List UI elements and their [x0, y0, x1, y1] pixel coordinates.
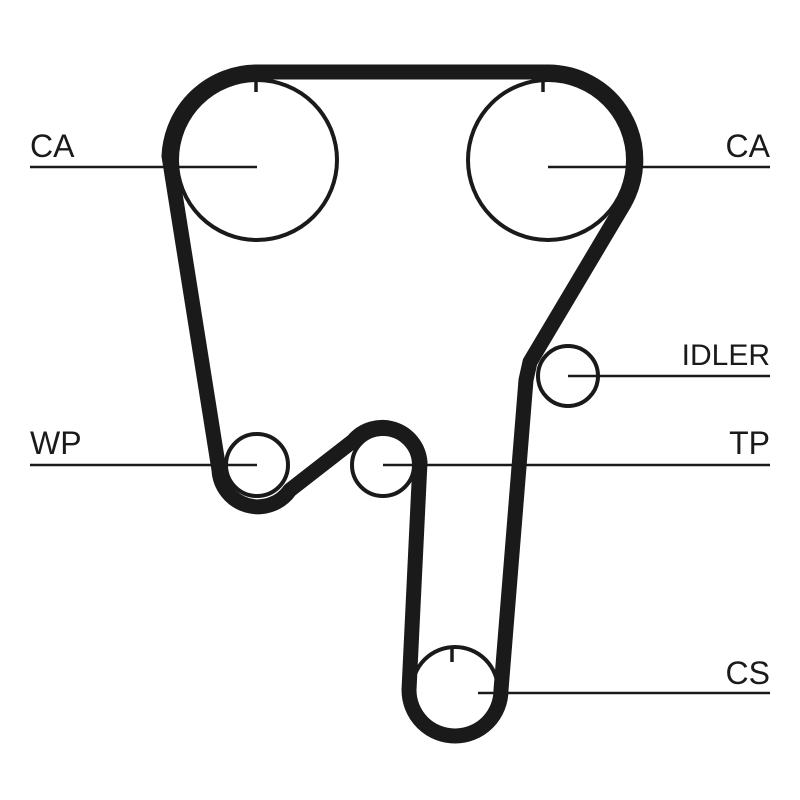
pulley-camshaft-right [466, 78, 630, 242]
label-water-pump: WP [30, 425, 82, 461]
label-crankshaft: CS [726, 655, 770, 691]
label-camshaft-right: CA [726, 128, 771, 164]
label-tensioner: TP [729, 425, 770, 461]
pulley-camshaft-left [175, 78, 339, 242]
label-idler: IDLER [682, 339, 770, 372]
timing-belt [161, 64, 644, 744]
label-camshaft-left: CA [30, 128, 75, 164]
pulley-idler [536, 344, 600, 408]
pulley-water-pump [224, 432, 290, 498]
